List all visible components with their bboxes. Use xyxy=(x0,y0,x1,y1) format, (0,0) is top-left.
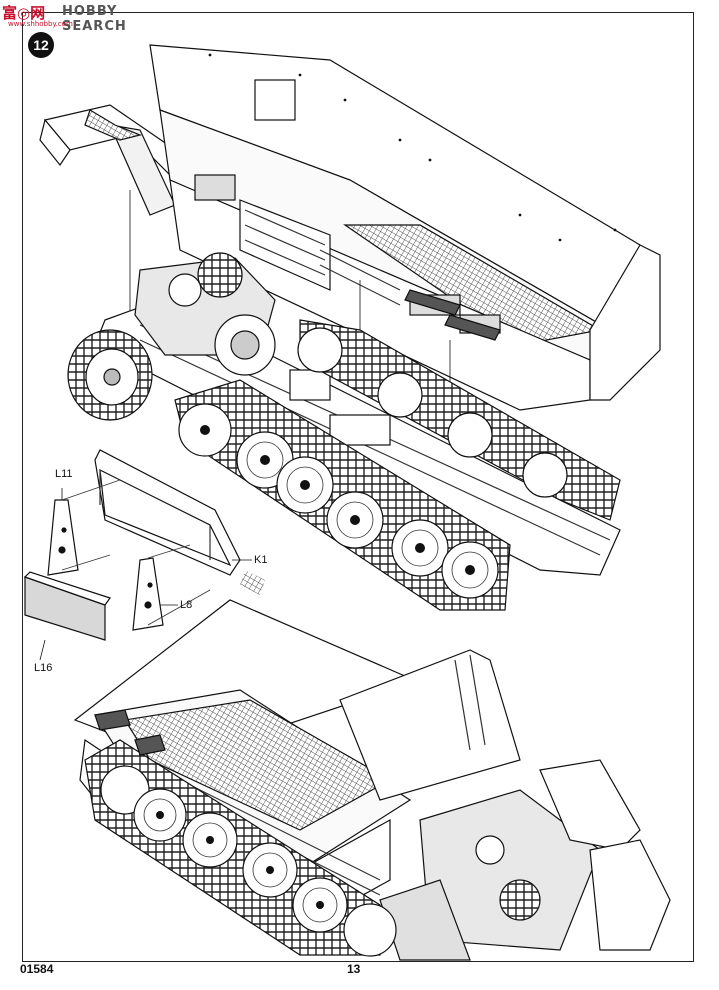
watermark-url: www.shhobby.com xyxy=(8,20,73,28)
part-label-l16: L16 xyxy=(34,662,53,674)
lower-hull-bottom xyxy=(73,599,671,961)
label-leaders xyxy=(39,488,252,661)
step-number-badge: 12 xyxy=(28,32,54,58)
product-code: 01584 xyxy=(20,962,54,976)
page-frame xyxy=(22,12,694,962)
part-label-l11: L11 xyxy=(55,468,73,480)
watermark-text: HOBBY SEARCH xyxy=(62,4,127,34)
watermark-logo: 富◎网 xyxy=(2,4,46,22)
watermark: 富◎网 HOBBY SEARCH www.shhobby.com xyxy=(0,0,170,34)
seat-subassembly xyxy=(23,449,265,641)
part-label-k1: K1 xyxy=(254,554,268,566)
page-number: 13 xyxy=(347,962,361,976)
chassis-assembly xyxy=(67,252,621,611)
part-label-l8: L8 xyxy=(180,599,193,611)
upper-hull-top xyxy=(39,44,661,411)
